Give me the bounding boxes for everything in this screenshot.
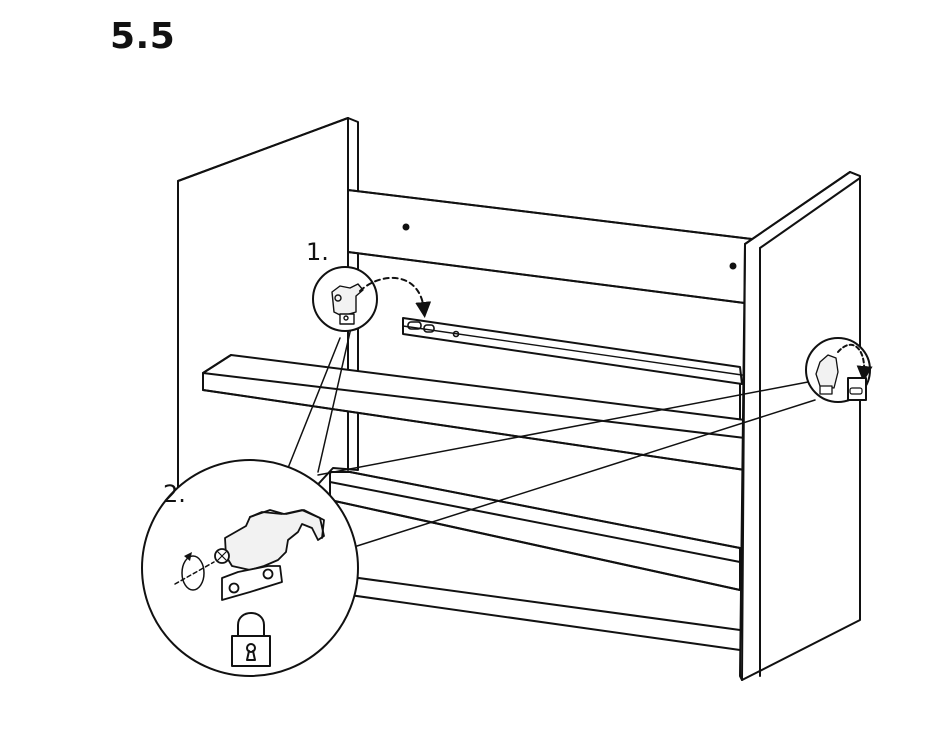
bottom-plinth [299,569,741,651]
right-side-panel [739,171,861,681]
clip-bracket-small [331,283,364,325]
clip-bracket-large [214,509,325,601]
callout-label-2: 2. [163,480,186,508]
callout-step-1 [312,266,432,332]
leader-lines [287,305,816,547]
drawer-runner [402,317,743,385]
clip-bracket-right [815,354,839,395]
callout-label-1: 1. [306,238,329,266]
back-rail [347,189,761,306]
callout-step-2 [141,459,359,677]
step-number: 5.5 [110,16,176,57]
rotate-arrow-icon [174,552,215,591]
callout-right [805,337,873,403]
lock-icon [231,612,271,667]
